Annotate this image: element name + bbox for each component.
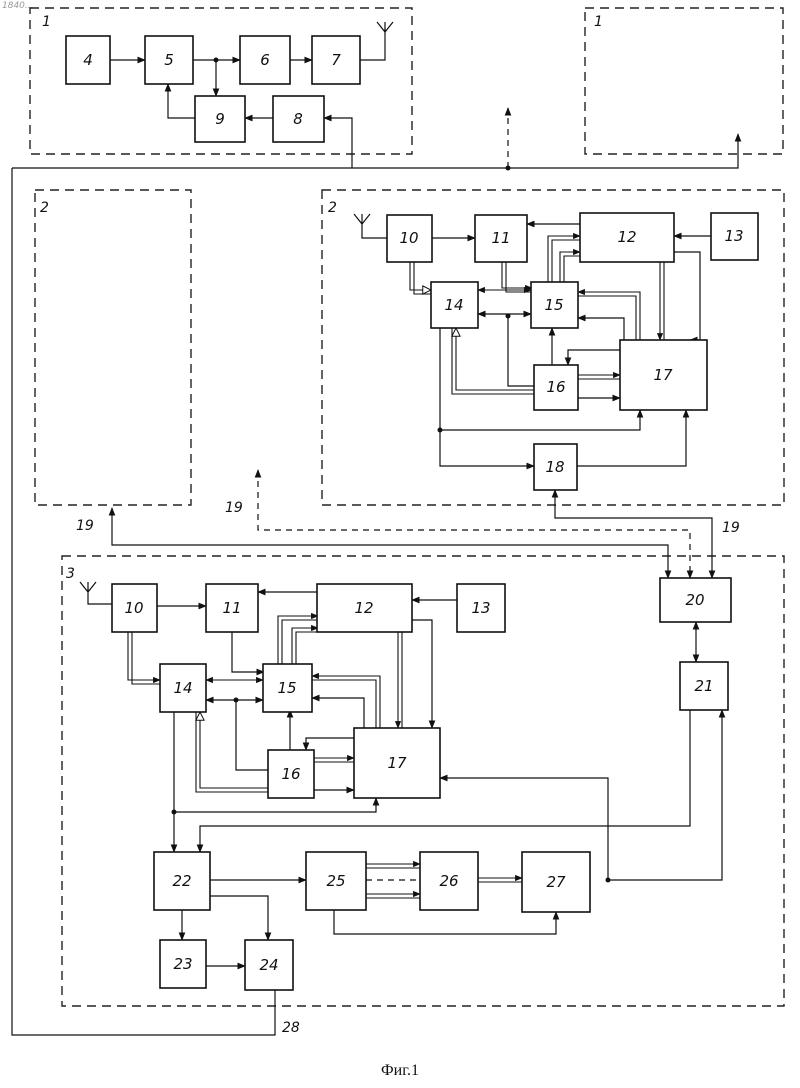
svg-text:10: 10 xyxy=(399,229,418,247)
block-2-18: 18 xyxy=(534,444,577,490)
antenna-icon xyxy=(377,22,393,32)
svg-text:23: 23 xyxy=(173,955,192,973)
block-3-10: 10 xyxy=(112,584,157,632)
svg-text:9: 9 xyxy=(215,110,225,128)
block-2-12: 12 xyxy=(580,213,674,262)
svg-text:15: 15 xyxy=(544,296,563,314)
block-8: 8 xyxy=(273,96,324,142)
svg-text:20: 20 xyxy=(685,591,704,609)
group-label-1-left: 1 xyxy=(42,14,51,30)
block-3-22: 22 xyxy=(154,852,210,910)
svg-text:12: 12 xyxy=(354,599,373,617)
group-label-2-left: 2 xyxy=(40,200,49,216)
antenna-icon xyxy=(80,582,96,592)
svg-text:25: 25 xyxy=(326,872,345,890)
svg-text:4: 4 xyxy=(83,51,93,69)
block-2-16: 16 xyxy=(534,365,578,410)
svg-text:11: 11 xyxy=(491,229,510,247)
block-3-12: 12 xyxy=(317,584,412,632)
block-2-17: 17 xyxy=(620,340,707,410)
svg-text:14: 14 xyxy=(444,296,463,314)
svg-text:7: 7 xyxy=(331,51,341,69)
block-9: 9 xyxy=(195,96,245,142)
svg-text:5: 5 xyxy=(164,51,174,69)
antenna-icon xyxy=(354,214,370,224)
svg-text:11: 11 xyxy=(222,599,241,617)
group-label-3: 3 xyxy=(66,566,75,582)
block-3-20: 20 xyxy=(660,578,731,622)
svg-text:18: 18 xyxy=(545,458,564,476)
block-3-13: 13 xyxy=(457,584,505,632)
block-2-11: 11 xyxy=(475,215,527,262)
block-2-13: 13 xyxy=(711,213,758,260)
block-3-26: 26 xyxy=(420,852,478,910)
block-2-10: 10 xyxy=(387,215,432,262)
block-3-16: 16 xyxy=(268,750,314,798)
svg-text:21: 21 xyxy=(694,677,713,695)
block-7: 7 xyxy=(312,36,360,84)
group-2-left-frame xyxy=(35,190,191,505)
block-6: 6 xyxy=(240,36,290,84)
block-3-23: 23 xyxy=(160,940,206,988)
svg-text:24: 24 xyxy=(259,956,278,974)
block-3-21: 21 xyxy=(680,662,728,710)
figure-caption: Фиг.1 xyxy=(0,1062,800,1080)
svg-text:26: 26 xyxy=(439,872,458,890)
svg-text:8: 8 xyxy=(293,110,303,128)
block-3-27: 27 xyxy=(522,852,590,912)
svg-text:27: 27 xyxy=(546,873,566,891)
svg-text:10: 10 xyxy=(124,599,143,617)
block-3-17: 17 xyxy=(354,728,440,798)
line-label-19-right: 19 xyxy=(722,520,740,536)
block-5: 5 xyxy=(145,36,193,84)
line-label-19-left: 19 xyxy=(76,518,94,534)
svg-text:14: 14 xyxy=(173,679,192,697)
svg-text:13: 13 xyxy=(724,227,743,245)
svg-text:17: 17 xyxy=(653,366,673,384)
corner-mark: 1840... xyxy=(2,1,34,11)
block-2-15: 15 xyxy=(531,282,578,328)
svg-text:12: 12 xyxy=(617,228,636,246)
line-label-28: 28 xyxy=(282,1020,300,1036)
line-label-19-mid: 19 xyxy=(225,500,243,516)
svg-text:15: 15 xyxy=(277,679,296,697)
block-3-11: 11 xyxy=(206,584,258,632)
svg-text:17: 17 xyxy=(387,754,407,772)
block-4: 4 xyxy=(66,36,110,84)
block-2-14: 14 xyxy=(431,282,478,328)
svg-text:16: 16 xyxy=(281,765,300,783)
svg-text:22: 22 xyxy=(172,872,191,890)
group-1-right-frame xyxy=(585,8,783,154)
svg-text:6: 6 xyxy=(260,51,270,69)
svg-text:13: 13 xyxy=(471,599,490,617)
svg-text:16: 16 xyxy=(546,378,565,396)
group-label-2-right: 2 xyxy=(328,200,337,216)
block-3-14: 14 xyxy=(160,664,206,712)
block-3-24: 24 xyxy=(245,940,293,990)
group-label-1-right: 1 xyxy=(594,14,603,30)
block-3-15: 15 xyxy=(263,664,312,712)
block-3-25: 25 xyxy=(306,852,366,910)
